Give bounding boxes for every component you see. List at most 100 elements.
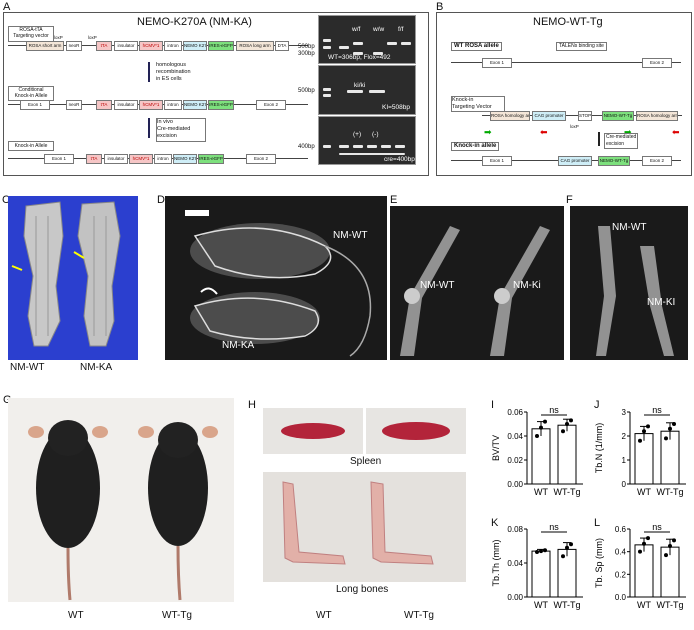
cond-nemo: NEMO K270A (183, 100, 207, 110)
ki-exon1: Exon 1 (44, 154, 74, 164)
f-label-ki: NM-KI (647, 297, 676, 308)
b-homology-arm-2: ROSA homology arm (636, 111, 678, 121)
y-tick-label-i: 0.00 (507, 480, 523, 489)
data-point-k (561, 554, 565, 559)
data-point-k (565, 545, 569, 550)
g-label-wt: WT (68, 610, 84, 621)
gel1-lane-ww: w/w (373, 26, 385, 33)
gel2-lane-kiki: ki/ki (354, 82, 366, 89)
data-point-j (668, 426, 672, 431)
segment-intron: intron (164, 41, 182, 51)
y-tick-label-l: 0.4 (615, 548, 627, 557)
data-point-l (672, 538, 676, 543)
segment-tta: tTA (96, 41, 112, 51)
wt-exon2: Exon 2 (642, 58, 672, 68)
panel-label-a: A (3, 1, 11, 13)
bar-k-1 (557, 548, 577, 598)
loxp-label-1: loxP (54, 35, 63, 40)
gel3-lane-minus: (-) (372, 131, 379, 138)
data-point-j (642, 429, 646, 434)
talens-label: TALENs binding site (556, 42, 607, 51)
significance-label-l: ns (652, 522, 662, 532)
segment-neor: neoR (66, 41, 82, 51)
b-ki-nemo: NEMO-WT-Tg (598, 156, 630, 166)
cond-hcmv: hCMV*1 (139, 100, 163, 110)
data-point-i (543, 419, 547, 424)
y-axis-label-l: Tb. Sp (mm) (594, 538, 604, 588)
gel-1 (318, 15, 416, 64)
y-tick-label-j: 0 (622, 480, 627, 489)
y-axis-label-i: BV/TV (491, 435, 501, 461)
step-homologous: homologous recombination in ES cells (156, 62, 191, 82)
spleen-photo-wttg (366, 408, 466, 454)
panel-label-j: J (594, 399, 600, 411)
h-label-wttg: WT-Tg (404, 610, 434, 621)
cond-ires: IRES-eGFP (208, 100, 234, 110)
gel1-caption: WT=306bp, Flox=492 (328, 54, 391, 61)
y-tick-label-i: 0.06 (507, 408, 523, 417)
b-stop: STOP (578, 111, 592, 121)
y-tick-label-l: 0.0 (615, 593, 627, 602)
b-nemo-wt-tg: NEMO-WT-Tg (602, 111, 634, 121)
h-longbones-label: Long bones (336, 584, 389, 595)
ki-tta: tTA (86, 154, 102, 164)
segment-rosa-long-arm: ROSA long arm (236, 41, 274, 51)
data-point-l (668, 544, 672, 548)
panel-g-photo (8, 398, 234, 602)
data-point-k (535, 549, 539, 554)
data-point-k (539, 549, 543, 554)
y-tick-label-k: 0.00 (507, 593, 523, 602)
red-arrow-1-icon: ⬅ (540, 127, 548, 137)
ki-ires: IRES-eGFP (198, 154, 224, 164)
data-point-j (672, 422, 676, 426)
x-tick-label-j: WT (637, 487, 651, 497)
targeting-vector-b-label: Knock-in Targeting Vector (451, 96, 505, 112)
bar-i-1 (557, 424, 577, 485)
green-arrow-1-icon: ➡ (484, 127, 492, 137)
panel-label-d: D (157, 194, 165, 206)
e-label-wt: NM-WT (420, 280, 455, 291)
green-arrow-2-icon: ➡ (624, 127, 632, 137)
x-tick-label-i: WT-Tg (554, 487, 581, 497)
panel-label-c: C (2, 194, 10, 206)
segment-dta: DTA (275, 41, 289, 51)
x-tick-label-j: WT-Tg (657, 487, 684, 497)
bar-l-0 (634, 544, 654, 598)
panel-d-image (165, 196, 387, 360)
step-cre-excision: In vivo Cre-mediated excision (156, 118, 206, 142)
x-tick-label-l: WT (637, 600, 651, 610)
segment-ires-egfp: IRES-eGFP (208, 41, 234, 51)
data-point-j (646, 424, 650, 429)
x-tick-label-i: WT (534, 487, 548, 497)
data-point-j (664, 436, 668, 441)
arrow-down-2 (148, 118, 150, 138)
arrow-down-1 (148, 62, 150, 82)
x-tick-label-k: WT-Tg (554, 600, 581, 610)
b-ki-cag: CAG promoter (558, 156, 592, 166)
gel1-lane-ff: f/f (398, 26, 404, 33)
data-point-j (638, 438, 642, 443)
segment-nemo-k270a: NEMO K270A (183, 41, 207, 51)
b-ki-exon2: Exon 2 (642, 156, 672, 166)
red-arrow-2-icon: ⬅ (672, 127, 680, 137)
panel-c-image (8, 196, 138, 360)
loxp-label-2: loxP (88, 35, 97, 40)
targeting-vector-label: ROSA-tTA Targeting vector (8, 26, 54, 42)
y-tick-label-l: 0.2 (615, 570, 627, 579)
panel-label-g: G (3, 394, 12, 406)
panel-e-image (390, 206, 564, 360)
b-ki-exon1: Exon 1 (482, 156, 512, 166)
y-tick-label-i: 0.04 (507, 432, 523, 441)
y-tick-label-l: 0.6 (615, 525, 627, 534)
cond-exon1: Exon 1 (20, 100, 50, 110)
b-homology-arm-1: ROSA homology arm (490, 111, 530, 121)
data-point-i (569, 418, 573, 423)
d-label-wt: NM-WT (333, 230, 368, 241)
significance-label-i: ns (549, 405, 559, 415)
